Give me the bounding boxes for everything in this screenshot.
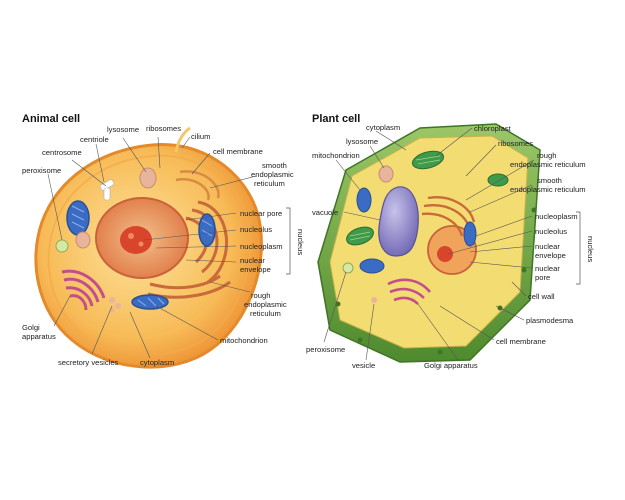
animal-smooth-er [175, 170, 220, 201]
plant-label-mitochondrion: mitochondrion [312, 151, 360, 160]
animal-cilium [174, 126, 191, 153]
plant-label-chloroplast: chloroplast [474, 124, 512, 133]
plant-vacuole [378, 186, 419, 257]
animal-label-golgi-1: Golgi [22, 323, 40, 332]
animal-peroxisome [55, 239, 69, 253]
animal-nucleus-bracket [286, 207, 291, 275]
animal-label-nuclear-envelope-2: envelope [240, 265, 271, 274]
animal-label-nucleolus: nucleolus [240, 225, 272, 234]
plant-nucleus-bracket [576, 211, 581, 285]
animal-cytoplasm-rim [47, 154, 252, 356]
plant-label-plasmodesma: plasmodesma [526, 316, 574, 325]
plant-label-golgi: Golgi apparatus [424, 361, 478, 370]
animal-centrosome [99, 179, 115, 201]
plant-label-lysosome: lysosome [346, 137, 378, 146]
plant-label-smooth-er-2: endoplasmic reticulum [510, 185, 586, 194]
animal-label-cilium: cilium [191, 132, 210, 141]
plant-label-smooth-er-1: smooth [537, 176, 562, 185]
plant-label-cell-wall: cell wall [528, 292, 555, 301]
animal-label-mitochondrion: mitochondrion [220, 336, 268, 345]
animal-vesicle [75, 231, 91, 249]
plant-label-rough-er-1: rough [537, 151, 556, 160]
animal-nucleolus [120, 226, 152, 254]
plant-lysosome [378, 165, 394, 183]
plant-label-nucleoplasm: nucleoplasm [535, 212, 578, 221]
animal-lysosome [139, 167, 157, 189]
animal-secretory-vesicles [109, 297, 121, 313]
animal-golgi [61, 269, 106, 311]
plant-label-cell-membrane: cell membrane [496, 337, 546, 346]
plant-label-nucleus: nucleus [586, 236, 595, 262]
plant-label-nuclear-envelope-2: envelope [535, 251, 566, 260]
plant-label-rough-er-2: endoplasmic reticulum [510, 160, 586, 169]
animal-leader-lines [47, 136, 257, 359]
plant-plasmodesmata [335, 207, 537, 355]
animal-label-smooth-er-2: endoplasmic [251, 170, 294, 179]
animal-nucleus [95, 197, 189, 279]
animal-label-centrosome: centrosome [42, 148, 82, 157]
plant-golgi [387, 278, 431, 305]
plant-leader-lines [323, 127, 535, 361]
animal-label-nucleus: nucleus [296, 229, 305, 255]
plant-vesicle [371, 297, 377, 303]
animal-label-cell-membrane: cell membrane [213, 147, 263, 156]
plant-label-ribosomes: ribosomes [498, 139, 533, 148]
animal-label-cytoplasm: cytoplasm [140, 358, 174, 367]
animal-label-lysosome: lysosome [107, 125, 139, 134]
animal-label-rough-er-2: endoplasmic [244, 300, 287, 309]
animal-label-nuclear-envelope-1: nuclear [240, 256, 265, 265]
plant-chloroplast [346, 150, 509, 246]
plant-cell-title: Plant cell [312, 113, 360, 125]
plant-label-nuclear-pore-1: nuclear [535, 264, 560, 273]
plant-label-vesicle: vesicle [352, 361, 375, 370]
animal-label-smooth-er-1: smooth [262, 161, 287, 170]
animal-label-peroxisome: peroxisome [22, 166, 61, 175]
plant-nucleolus [437, 246, 453, 262]
animal-label-rough-er-1: rough [251, 291, 270, 300]
animal-label-golgi-2: apparatus [22, 332, 56, 341]
plant-label-nucleolus: nucleolus [535, 227, 567, 236]
plant-label-nuclear-pore-2: pore [535, 273, 550, 282]
animal-label-smooth-er-3: reticulum [254, 179, 285, 188]
animal-label-secretory-vesicles: secretory vesicles [58, 358, 119, 367]
plant-label-cytoplasm: cytoplasm [366, 123, 400, 132]
plant-peroxisome [342, 262, 354, 274]
animal-label-nucleoplasm: nucleoplasm [240, 242, 283, 251]
plant-label-nuclear-envelope-1: nuclear [535, 242, 560, 251]
animal-cell-title: Animal cell [22, 113, 80, 125]
animal-label-centriole: centriole [80, 135, 109, 144]
plant-mitochondrion [356, 187, 477, 274]
plant-label-vacuole: vacuole [312, 208, 338, 217]
animal-cell: Animal cell [22, 113, 305, 369]
animal-label-ribosomes: ribosomes [146, 124, 181, 133]
animal-label-nuclear-pore: nuclear pore [240, 209, 282, 218]
plant-label-peroxisome: peroxisome [306, 345, 345, 354]
animal-label-rough-er-3: reticulum [250, 309, 281, 318]
plant-cell: Plant cell [306, 113, 595, 370]
